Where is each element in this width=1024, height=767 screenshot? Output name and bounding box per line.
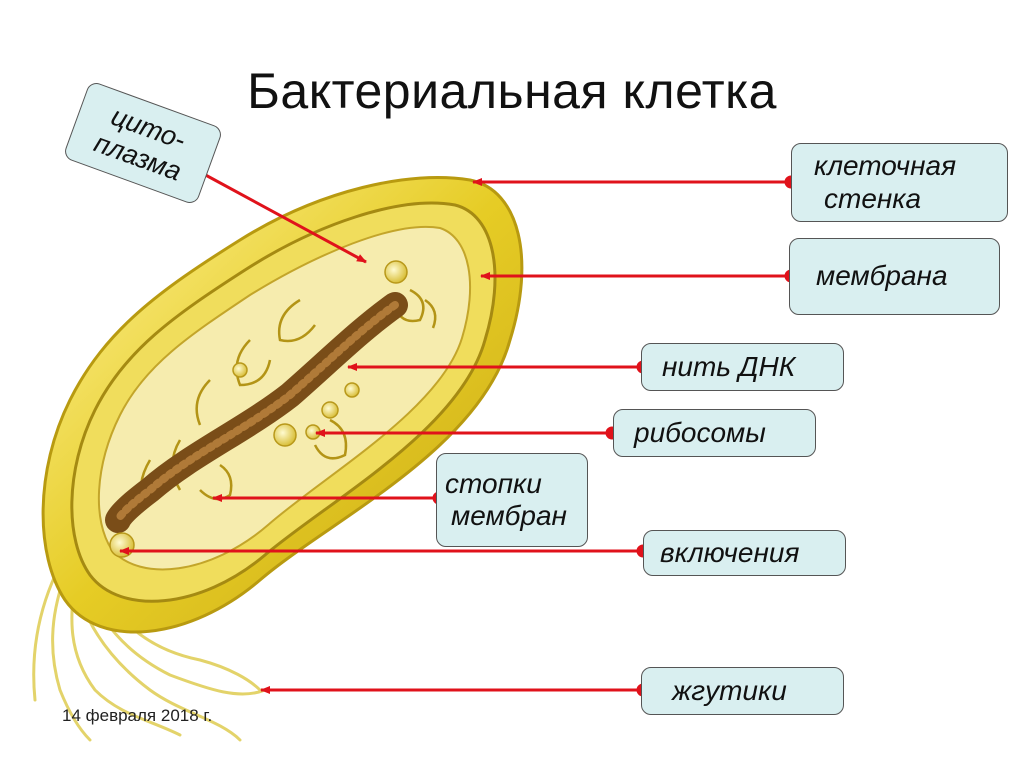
label-membrane-text: мембрана (816, 260, 948, 292)
label-cell-wall: клеточная стенка (791, 143, 1008, 222)
label-membrane-stacks: стопки мембран (436, 453, 588, 547)
label-flagella-text: жгутики (672, 674, 787, 706)
label-dna: нить ДНК (641, 343, 844, 391)
label-cell-wall-line1: клеточная (814, 150, 957, 182)
arrow-cytoplasm (199, 170, 367, 264)
label-inclusions: включения (643, 530, 846, 576)
label-dna-text: нить ДНК (662, 350, 796, 382)
label-ribosomes: рибосомы (613, 409, 816, 457)
label-inclusions-text: включения (660, 536, 800, 568)
label-cell-wall-line2: стенка (824, 182, 922, 214)
page-title: Бактериальная клетка (247, 63, 777, 119)
label-membrane-stacks-line1: стопки (445, 467, 542, 499)
label-membrane-stacks-line2: мембран (451, 500, 567, 531)
label-ribosomes-text: рибосомы (634, 416, 766, 448)
label-membrane: мембрана (789, 238, 1000, 315)
ribosomes (109, 260, 408, 558)
label-flagella: жгутики (641, 667, 844, 715)
date-footer: 14 февраля 2018 г. (62, 706, 213, 725)
